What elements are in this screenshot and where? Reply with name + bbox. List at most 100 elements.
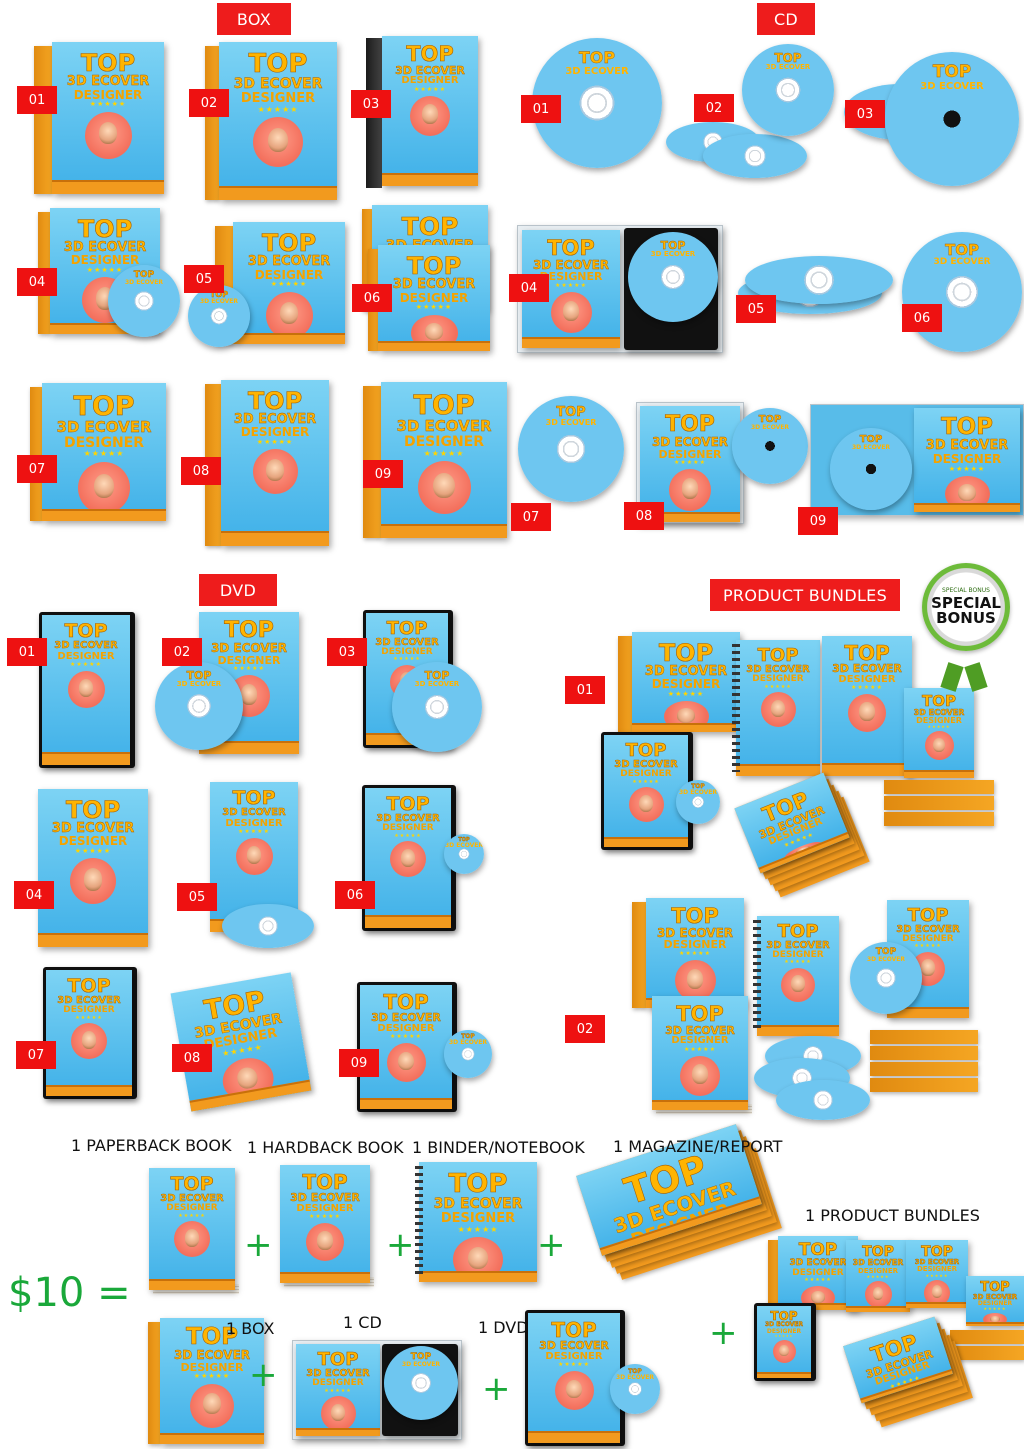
disc-title-top: TOP — [556, 404, 586, 420]
item-number-label: 03 — [351, 90, 391, 118]
cover-title-ecover: 3D ECOVER — [54, 640, 118, 652]
cover-illustration — [67, 670, 105, 708]
cover-title-designer: DESIGNER — [180, 1360, 244, 1374]
cover-stars: ★★★★★ — [948, 464, 986, 473]
disc-title-ecover: 3D ECOVER — [765, 63, 811, 72]
cover-title-ecover: 3D ECOVER — [832, 662, 902, 676]
cover-title-designer: DESIGNER — [671, 1035, 729, 1047]
cover-stars: ★★★★★ — [558, 1361, 590, 1369]
item-number-label: 05 — [184, 265, 224, 293]
cover-title-top: TOP — [757, 644, 799, 666]
disc-title-ecover: 3D ECOVER — [933, 256, 991, 267]
plus-sign: + — [386, 1225, 415, 1265]
item-number-label: 09 — [339, 1049, 379, 1077]
cover-band — [528, 1431, 620, 1443]
cover-title-ecover: 3D ECOVER — [173, 1348, 251, 1363]
cover-title-top: TOP — [770, 1309, 798, 1324]
cover-title-designer: DESIGNER — [916, 715, 962, 725]
cover-band — [199, 741, 299, 754]
cover-title-ecover: 3D ECOVER — [896, 923, 960, 935]
item-number-label: 06 — [335, 881, 375, 909]
badge-line-1: SPECIAL — [931, 594, 1001, 612]
cover-title-top: TOP — [77, 214, 133, 243]
disc-title-top: TOP — [458, 836, 470, 843]
cover-band — [736, 763, 820, 776]
cover-stars: ★★★★★ — [674, 459, 706, 467]
cover-title-top: TOP — [862, 1244, 894, 1261]
cover-stars: ★★★★★ — [866, 1273, 890, 1279]
cd-disc-flat — [776, 1080, 870, 1120]
item-number-label: 06 — [902, 304, 942, 332]
cover-illustration — [864, 1280, 892, 1308]
cover-stars: ★★★★★ — [457, 1224, 499, 1234]
cover-stars: ★★★★★ — [390, 1033, 422, 1041]
cover-title-top: TOP — [247, 386, 303, 415]
cover-band — [419, 1271, 537, 1282]
disc-title-top: TOP — [691, 782, 705, 790]
cover-stars: ★★★★★ — [75, 1014, 103, 1021]
cd-disc-flat — [703, 134, 807, 178]
cover-band — [160, 1432, 264, 1444]
book-stack-item — [884, 796, 994, 810]
cover-band — [632, 723, 740, 732]
cover-band — [296, 1427, 380, 1436]
cover-title-ecover: 3D ECOVER — [233, 411, 317, 427]
cover-illustration — [306, 1222, 344, 1261]
disc-title-ecover: 3D ECOVER — [615, 1373, 655, 1381]
cover-title-top: TOP — [448, 1169, 508, 1200]
item-number-label: 02 — [162, 638, 202, 666]
cover-title-designer: DESIGNER — [752, 674, 804, 685]
item-number-label: 04 — [14, 881, 54, 909]
box-spine — [632, 902, 646, 1008]
cover-title-ecover: 3D ECOVER — [160, 1192, 224, 1204]
cover-band — [522, 337, 620, 348]
cover-band — [904, 769, 974, 778]
disc-title-top: TOP — [424, 669, 450, 683]
cover-title-designer: DESIGNER — [620, 769, 672, 780]
cover-title-top: TOP — [406, 251, 462, 280]
plus-sign: + — [537, 1225, 566, 1265]
item-number-label: 01 — [7, 638, 47, 666]
cover-stars: ★★★★★ — [324, 1387, 352, 1394]
cover-title-top: TOP — [224, 618, 274, 643]
cover-title-ecover: 3D ECOVER — [375, 636, 439, 648]
book-stack-item — [870, 1046, 978, 1060]
cover-illustration — [390, 841, 426, 878]
cover-band — [966, 1321, 1024, 1326]
book-stack-item — [870, 1030, 978, 1044]
box-spine — [34, 46, 52, 194]
cover-band — [42, 508, 166, 521]
cover-title-ecover: 3D ECOVER — [376, 812, 440, 824]
cover-band — [652, 1099, 748, 1110]
cover-stars: ★★★★★ — [774, 1333, 794, 1338]
cover-title-top: TOP — [317, 1348, 359, 1370]
cover-title-top: TOP — [777, 920, 819, 942]
offer-binder-label: 1 BINDER/NOTEBOOK — [412, 1138, 585, 1157]
book-stack-item — [884, 780, 994, 794]
cover-illustration — [410, 95, 450, 136]
item-number-label: 06 — [352, 284, 392, 312]
cover-band — [382, 172, 478, 186]
box-spine — [362, 209, 372, 311]
disc-title-top: TOP — [461, 1033, 475, 1041]
cover-title-top: TOP — [64, 620, 108, 643]
offer-dvd-label: 1 DVD — [478, 1318, 529, 1337]
book-stack-item — [884, 812, 994, 826]
disc-title-ecover: 3D ECOVER — [176, 679, 222, 688]
cover-title-ecover: 3D ECOVER — [665, 1023, 735, 1037]
cover-title-ecover: 3D ECOVER — [433, 1196, 523, 1213]
cover-stars: ★★★★★ — [256, 437, 294, 446]
cover-band — [381, 523, 507, 538]
cover-title-ecover: 3D ECOVER — [925, 438, 1009, 454]
cover-stars: ★★★★★ — [70, 661, 102, 669]
